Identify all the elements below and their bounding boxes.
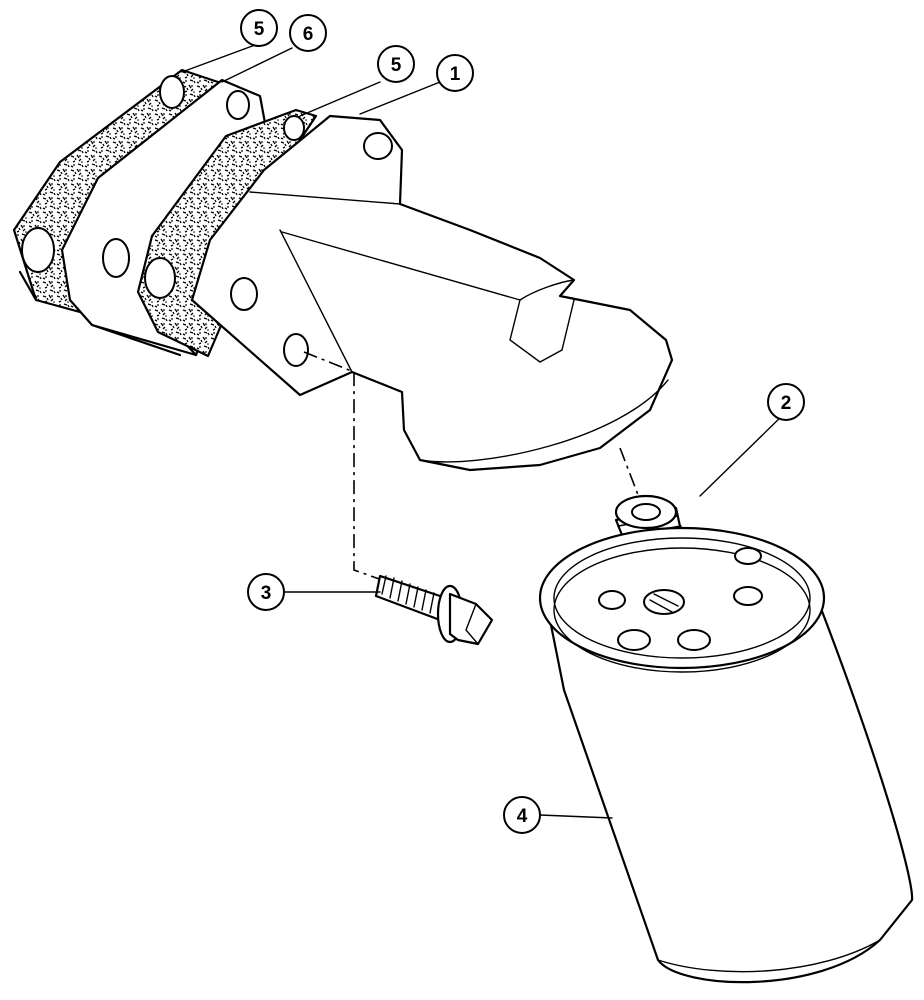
svg-text:5: 5 <box>391 55 402 76</box>
callout-1: 1 <box>436 54 474 92</box>
flange-bolt <box>374 574 494 646</box>
callout-4: 4 <box>503 796 541 834</box>
callout-2: 2 <box>767 383 805 421</box>
svg-text:6: 6 <box>303 24 314 45</box>
filter-head-adapter <box>190 114 674 472</box>
callout-6: 6 <box>289 14 327 52</box>
oil-filter-cartridge <box>538 526 914 984</box>
callout-5-rear: 5 <box>240 9 278 47</box>
nipple-axis-line <box>619 447 641 501</box>
callout-leaders <box>181 44 787 819</box>
svg-text:3: 3 <box>261 583 272 604</box>
svg-text:1: 1 <box>450 64 461 85</box>
callout-3: 3 <box>247 573 285 611</box>
svg-text:4: 4 <box>517 806 528 827</box>
svg-text:5: 5 <box>254 19 265 40</box>
callout-5-front: 5 <box>377 45 415 83</box>
svg-text:2: 2 <box>781 393 792 414</box>
